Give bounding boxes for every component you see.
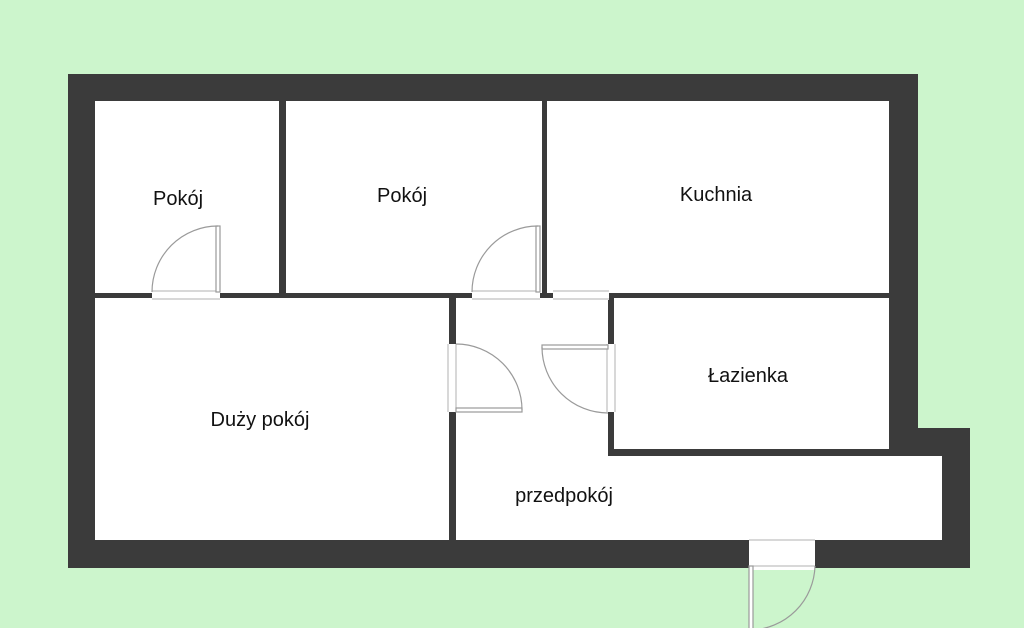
door-leaf-pokoj-left (215, 225, 221, 293)
door-arc-pokoj-middle (471, 225, 539, 293)
floor-kuchnia (547, 101, 889, 293)
door-leaf-pokoj-middle (535, 225, 541, 293)
door-arc-duzy-pokoj (455, 343, 523, 411)
room-label-przedpokoj: przedpokój (515, 485, 613, 507)
room-floors (95, 101, 942, 540)
floor-hall-upper (456, 298, 608, 458)
room-label-pokoj-middle: Pokój (377, 185, 427, 207)
room-label-lazienka: Łazienka (708, 365, 789, 387)
entrance-door-icon (748, 565, 816, 628)
room-label-kuchnia: Kuchnia (680, 184, 753, 206)
door-leaf-entrance (748, 565, 754, 628)
door-leaf-duzy-pokoj (455, 407, 523, 413)
door-jambs (152, 290, 815, 567)
room-label-duzy-pokoj: Duży pokój (211, 409, 310, 431)
door-arc-entrance (762, 565, 816, 628)
door-leaf-lazienka (541, 344, 609, 350)
door-arc-lazienka (541, 346, 609, 414)
floor-pokoj-left (95, 101, 279, 293)
floor-hall-lower (456, 456, 942, 540)
door-arc-pokoj-left (151, 225, 219, 293)
floor-lazienka (614, 298, 889, 449)
room-label-pokoj-left: Pokój (153, 188, 203, 210)
door-openings (152, 291, 815, 570)
door-swing-icon (151, 225, 609, 414)
floor-pokoj-middle (286, 101, 542, 293)
floor-duzy-pokoj (95, 298, 449, 540)
